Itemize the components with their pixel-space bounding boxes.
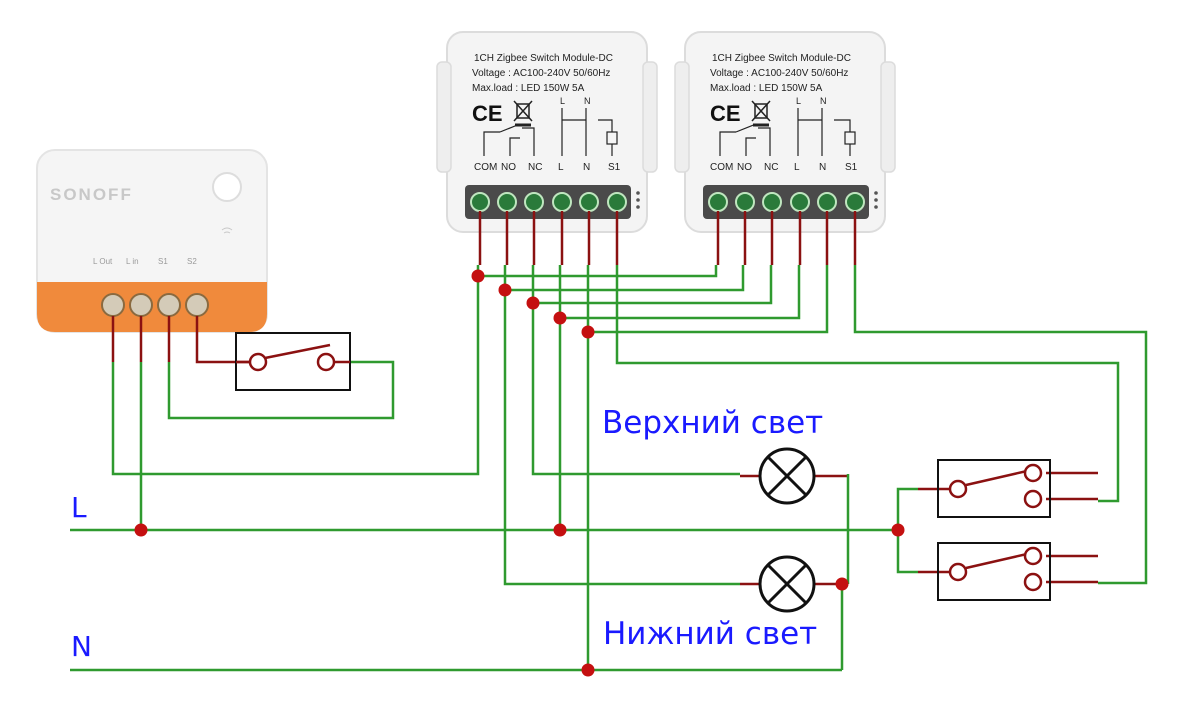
two-way-switch-lower [937,542,1051,601]
module-schematic [483,108,618,156]
schematic-top-l: L [560,96,565,106]
terminal-label-com: COM [710,162,733,173]
module-terminal-labels: COM NO NC L N S1 [710,162,858,173]
terminal-label-n: N [583,162,590,173]
module-title: 1CH Zigbee Switch Module-DC [474,53,613,64]
terminal-label-nc: NC [764,162,778,173]
ce-mark: CE [710,101,741,126]
lamp-upper-icon [758,447,816,505]
terminal-label-no: NO [737,162,752,173]
line-l-label: L [71,491,87,524]
module-schematic [719,108,856,156]
schematic-top-l: L [796,96,801,106]
single-switch [235,332,351,391]
terminal-label-nc: NC [528,162,542,173]
sonoff-button [212,172,242,202]
terminal-label-s1: S1 [845,162,858,173]
module-voltage: Voltage : AC100-240V 50/60Hz [710,68,848,79]
terminal-label-s1: S1 [608,162,621,173]
ce-mark: CE [472,101,503,126]
sonoff-terminal-label-lin: L in [126,257,139,266]
weee-bin-icon [751,100,771,127]
junction-dots [134,269,905,677]
two-way-switch-upper [937,459,1051,518]
terminal-screws [470,192,627,212]
module-voltage: Voltage : AC100-240V 50/60Hz [472,68,610,79]
sonoff-brand: SONOFF [50,185,133,204]
lamp-lower-icon [758,555,816,613]
wifi-icon [221,227,233,234]
sonoff-terminal-label-s2: S2 [187,257,197,266]
module-maxload: Max.load : LED 150W 5A [472,83,585,94]
terminal-label-com: COM [474,162,497,173]
module-maxload: Max.load : LED 150W 5A [710,83,823,94]
upper-light-label: Верхний свет [602,405,823,441]
terminal-label-l: L [558,162,564,173]
sonoff-terminal-label-s1: S1 [158,257,168,266]
module-title: 1CH Zigbee Switch Module-DC [712,53,851,64]
sonoff-terminal-label-lout: L Out [93,257,113,266]
module-terminal-labels: COM NO NC L N S1 [474,162,621,173]
line-n-label: N [71,630,92,663]
green-wires [70,265,1148,672]
sonoff-device: SONOFF L Out L in S1 S2 [36,149,268,333]
lower-light-label: Нижний свет [603,616,817,652]
terminal-screws [708,192,865,212]
schematic-top-n: N [820,96,827,106]
schematic-top-n: N [584,96,591,106]
zigbee-module-2: 1CH Zigbee Switch Module-DC Voltage : AC… [674,31,896,233]
red-wire-stubs [111,211,1098,586]
terminal-label-no: NO [501,162,516,173]
terminal-label-l: L [794,162,800,173]
zigbee-module-1: 1CH Zigbee Switch Module-DC Voltage : AC… [436,31,658,233]
terminal-label-n: N [819,162,826,173]
